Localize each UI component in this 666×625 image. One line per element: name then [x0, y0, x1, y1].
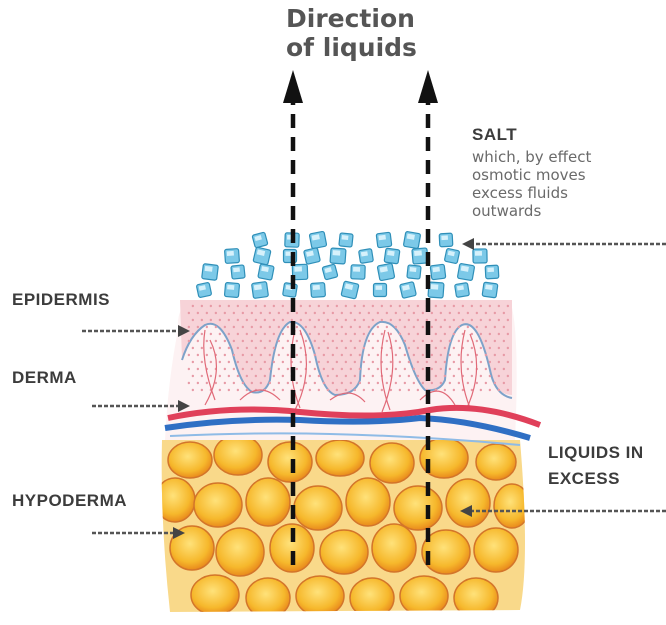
salt-crystal — [376, 232, 392, 248]
label-salt: SALT — [472, 125, 517, 145]
fat-cell — [194, 483, 242, 527]
fat-cell — [246, 578, 290, 618]
salt-crystal — [252, 232, 268, 248]
fat-cell — [191, 575, 239, 615]
fat-cell — [370, 443, 414, 483]
label-hypoderma: HYPODERMA — [12, 491, 127, 511]
fat-cell — [394, 486, 442, 530]
fat-cell — [168, 442, 212, 478]
salt-description: which, by effect osmotic moves excess fl… — [472, 148, 662, 220]
fat-cell — [446, 479, 490, 527]
arrowhead-up-right — [418, 70, 438, 103]
salt-crystal — [253, 247, 271, 265]
salt-crystal — [258, 264, 274, 280]
salt-crystal — [309, 231, 327, 249]
salt-crystal — [403, 231, 420, 248]
salt-crystal — [224, 282, 239, 297]
salt-crystal — [252, 282, 269, 299]
fat-cell — [296, 576, 344, 616]
salt-crystal — [196, 282, 211, 297]
fat-cell — [400, 576, 448, 616]
salt-crystal — [473, 249, 487, 263]
salt-desc-line-2: osmotic moves — [472, 166, 662, 184]
salt-desc-line-1: which, by effect — [472, 148, 662, 166]
salt-crystal — [428, 282, 444, 298]
fat-cell — [454, 578, 498, 618]
fat-cell — [294, 486, 342, 530]
salt-crystal — [377, 263, 395, 281]
liquids-line-1: LIQUIDS IN — [548, 443, 644, 462]
label-epidermis: EPIDERMIS — [12, 290, 110, 310]
fat-cell — [346, 478, 390, 526]
salt-crystal — [351, 265, 365, 279]
salt-crystal — [407, 265, 421, 279]
fat-cell — [246, 478, 290, 526]
fat-cell — [155, 478, 195, 522]
salt-crystal — [400, 282, 417, 299]
salt-crystal — [322, 264, 338, 280]
fat-cell — [372, 524, 416, 572]
salt-crystal — [485, 265, 499, 279]
salt-crystal — [444, 248, 459, 263]
fat-cell — [350, 578, 394, 618]
fat-cell — [214, 435, 262, 475]
hypoderma-layer — [150, 435, 550, 620]
liquids-line-2: EXCESS — [548, 469, 620, 488]
salt-crystal — [384, 248, 400, 264]
salt-crystal — [359, 249, 374, 264]
label-liquids-in-excess: LIQUIDS IN EXCESS — [548, 440, 644, 492]
fat-cell — [320, 530, 368, 574]
salt-crystal — [374, 284, 387, 297]
salt-desc-line-3: excess fluids — [472, 184, 662, 202]
fat-cell — [476, 444, 516, 480]
fat-cell — [216, 528, 264, 576]
salt-crystal — [457, 263, 474, 280]
salt-crystal — [455, 283, 470, 298]
label-derma: DERMA — [12, 368, 77, 388]
salt-crystal — [311, 283, 326, 298]
salt-crystals — [196, 231, 499, 299]
fat-cell — [268, 442, 312, 482]
salt-crystal — [304, 248, 321, 265]
fat-cell — [494, 484, 530, 528]
salt-crystal — [439, 233, 453, 247]
salt-crystal — [330, 248, 346, 264]
salt-crystal — [231, 265, 245, 279]
salt-crystal — [341, 281, 359, 299]
salt-crystal — [225, 249, 240, 264]
arrowhead-up-left — [283, 70, 303, 103]
salt-crystal — [202, 264, 219, 281]
fat-cell — [474, 528, 518, 572]
salt-desc-line-4: outwards — [472, 202, 662, 220]
dermis-layer — [165, 300, 540, 445]
salt-crystal — [430, 264, 446, 280]
salt-crystal — [412, 248, 428, 264]
fat-cell — [316, 440, 364, 476]
salt-crystal — [339, 233, 353, 247]
salt-crystal — [482, 282, 498, 298]
